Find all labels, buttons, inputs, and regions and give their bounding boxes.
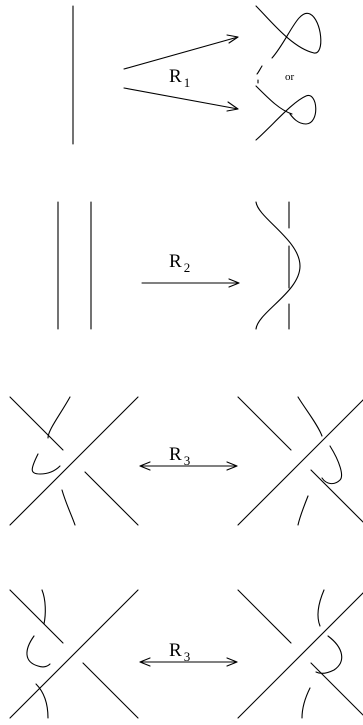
r3b-left-curved-top — [41, 589, 46, 625]
r3a-left-over-strand — [9, 396, 139, 526]
r3b-right-curved-bottom — [301, 687, 311, 719]
r3b-arrow-head-right — [226, 657, 238, 667]
r3b-left-curved-mid — [26, 635, 51, 668]
r1-kink-lower-over — [255, 95, 317, 141]
r2-arrow-head — [228, 278, 240, 288]
r3b-right-curved-top — [317, 589, 325, 627]
r1-kink-upper-tail — [256, 65, 263, 75]
r3b-left-under-bottom — [82, 662, 139, 719]
r3a-left-under-bottom — [84, 471, 139, 526]
r3a-left-curved-bottom — [61, 489, 76, 526]
r1-arrow-lower-head — [226, 101, 239, 112]
r3a-left-curved-mid — [31, 453, 61, 475]
r3a-right-over-strand — [237, 399, 363, 526]
r3a-right-curved-top — [297, 396, 323, 437]
r3a-arrow-head-left — [139, 461, 151, 471]
r3b-left-curved-bottom — [35, 683, 49, 719]
r3a-right-under-bottom — [310, 469, 363, 523]
r3b-right-under-top — [237, 589, 292, 644]
r2-strand-curved — [255, 201, 301, 330]
r3a-left-curved-top — [47, 396, 71, 439]
r1-kink-lower — [255, 85, 293, 115]
r1-arrow-upper-head — [226, 34, 239, 44]
r1-arrow-lower — [123, 87, 239, 110]
r3b-arrow-head-left — [139, 657, 151, 667]
r3b-left-under-top — [9, 589, 64, 644]
r3b-right-over-strand — [237, 592, 363, 719]
or-text: or — [285, 71, 295, 83]
r3b-right-curved-mid — [315, 635, 343, 674]
r3a-right-curved-mid — [321, 445, 343, 485]
r3a-left-under-top — [9, 396, 64, 451]
r1-kink-upper — [255, 5, 322, 59]
r3a-arrow-head-right — [226, 461, 238, 471]
r1-arrow-upper — [123, 36, 239, 70]
r3b-right-under-bottom — [310, 662, 363, 716]
r3a-right-curved-bottom — [297, 495, 309, 526]
r3b-left-over-strand — [9, 589, 139, 719]
r3a-right-under-top — [237, 396, 292, 451]
